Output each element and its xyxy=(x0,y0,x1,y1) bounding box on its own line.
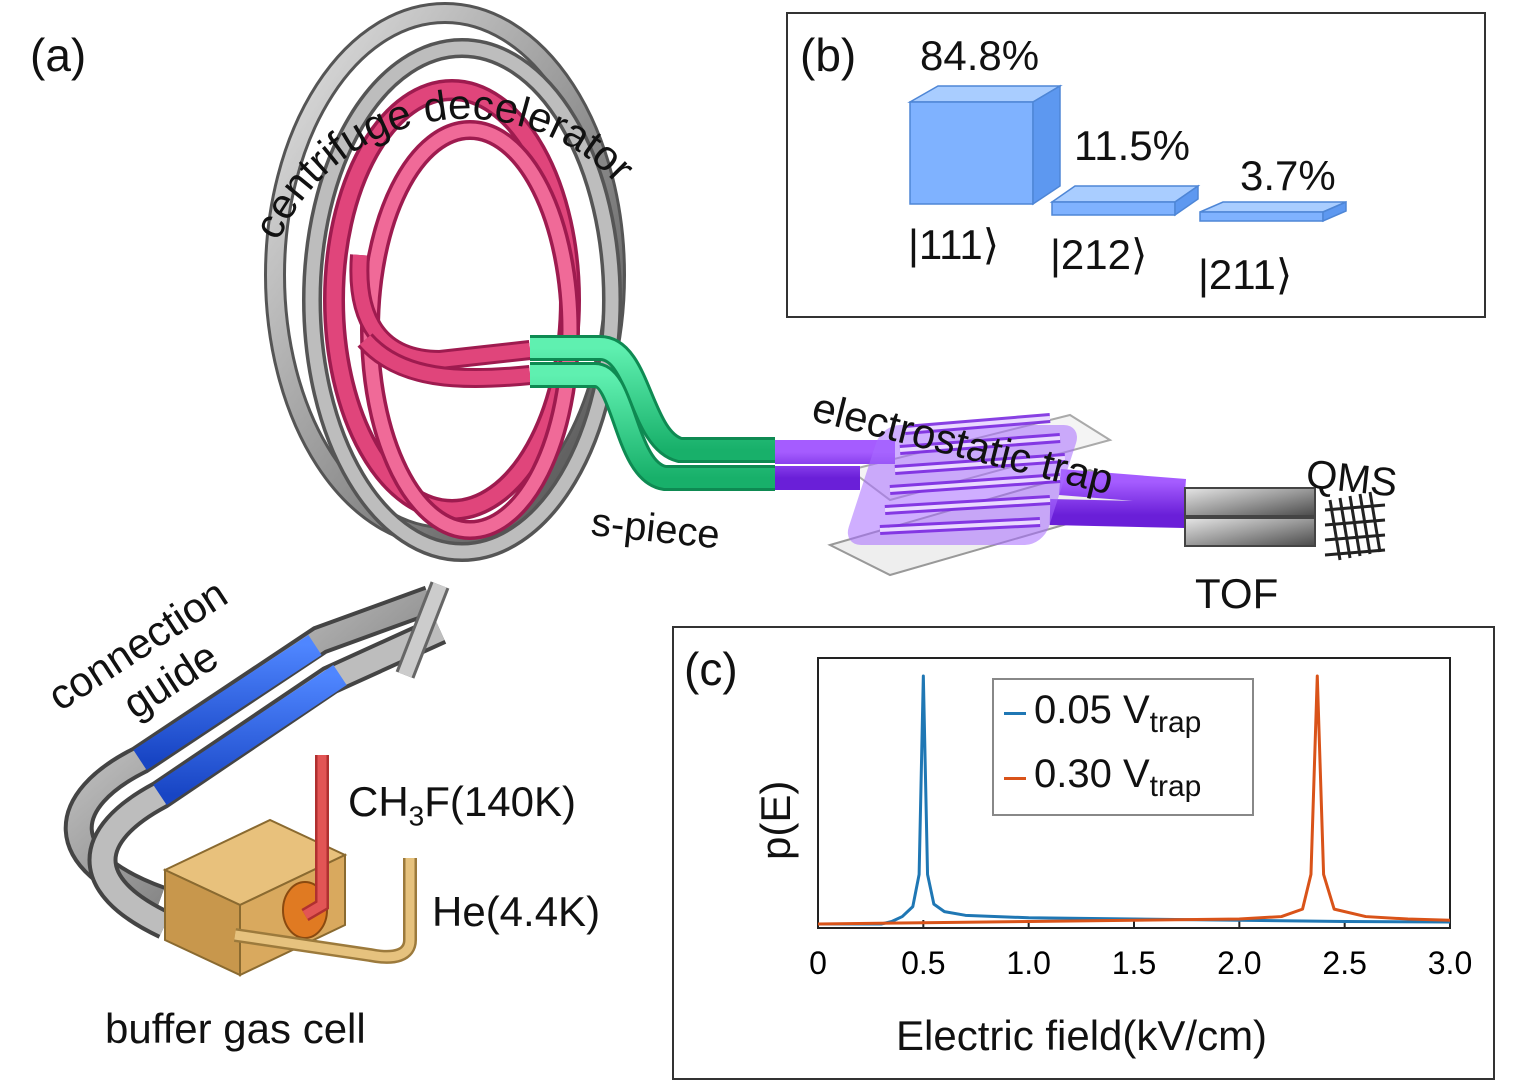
he-label: He(4.4K) xyxy=(432,888,601,935)
legend-entry-2: 0.30 Vtrap xyxy=(1034,752,1202,803)
s-piece-tube xyxy=(530,335,775,491)
spiece-label: s-piece xyxy=(589,500,722,557)
percent-111: 84.8% xyxy=(920,32,1040,79)
x-tick-label: 2.0 xyxy=(1217,945,1261,981)
cube-111 xyxy=(907,84,1063,206)
ket-111: |111⟩ xyxy=(908,221,1000,268)
chart-series xyxy=(817,674,1451,926)
population-cubes xyxy=(907,84,1347,223)
panel-c-label: (c) xyxy=(684,643,738,695)
x-tick-label: 0 xyxy=(809,945,827,981)
slab-212 xyxy=(1049,184,1201,217)
series-line-2 xyxy=(817,674,1451,926)
legend-swatch-blue xyxy=(1004,712,1026,715)
percent-212: 11.5% xyxy=(1074,122,1190,169)
electrostatic-trap xyxy=(775,413,1187,577)
panel-a-label: (a) xyxy=(30,29,87,81)
x-tick-label: 3.0 xyxy=(1428,945,1472,981)
legend: 0.05 Vtrap 0.30 Vtrap xyxy=(992,678,1254,816)
x-tick-label: 2.5 xyxy=(1322,945,1366,981)
tof-tubes xyxy=(1184,487,1316,547)
slab-211 xyxy=(1199,200,1347,223)
buffer-gas-cell xyxy=(162,755,417,977)
x-tick-label: 1.5 xyxy=(1112,945,1156,981)
ket-211: |211⟩ xyxy=(1198,251,1293,298)
qms-label: QMS xyxy=(1304,452,1399,505)
centrifuge-pink-rings xyxy=(323,79,581,540)
x-tick-label: 1.0 xyxy=(1006,945,1050,981)
connection-guide xyxy=(63,581,450,939)
legend-swatch-orange xyxy=(1004,777,1026,780)
buffer-cell-label: buffer gas cell xyxy=(105,1005,366,1052)
centrifuge-gray-rings xyxy=(264,2,626,562)
panel-b-populations: (b) 84.8% 11.5% 3.7% |111⟩ |212⟩ |211⟩ xyxy=(786,12,1486,318)
ch3f-label: CH3F(140K) xyxy=(348,778,576,832)
tof-label: TOF xyxy=(1195,570,1279,617)
qms-grid xyxy=(1324,491,1386,561)
ket-212: |212⟩ xyxy=(1050,231,1148,278)
panel-b-label: (b) xyxy=(800,29,857,81)
x-axis-label: Electric field(kV/cm) xyxy=(896,1012,1268,1059)
chart-svg: 0 0.5 1.0 1.5 2.0 2.5 3.0 xyxy=(809,657,1472,981)
x-tick-label: 0.5 xyxy=(901,945,945,981)
x-ticks: 0 0.5 1.0 1.5 2.0 2.5 3.0 xyxy=(809,920,1472,981)
legend-entry-1: 0.05 Vtrap xyxy=(1034,688,1202,739)
percent-211: 3.7% xyxy=(1240,152,1336,199)
